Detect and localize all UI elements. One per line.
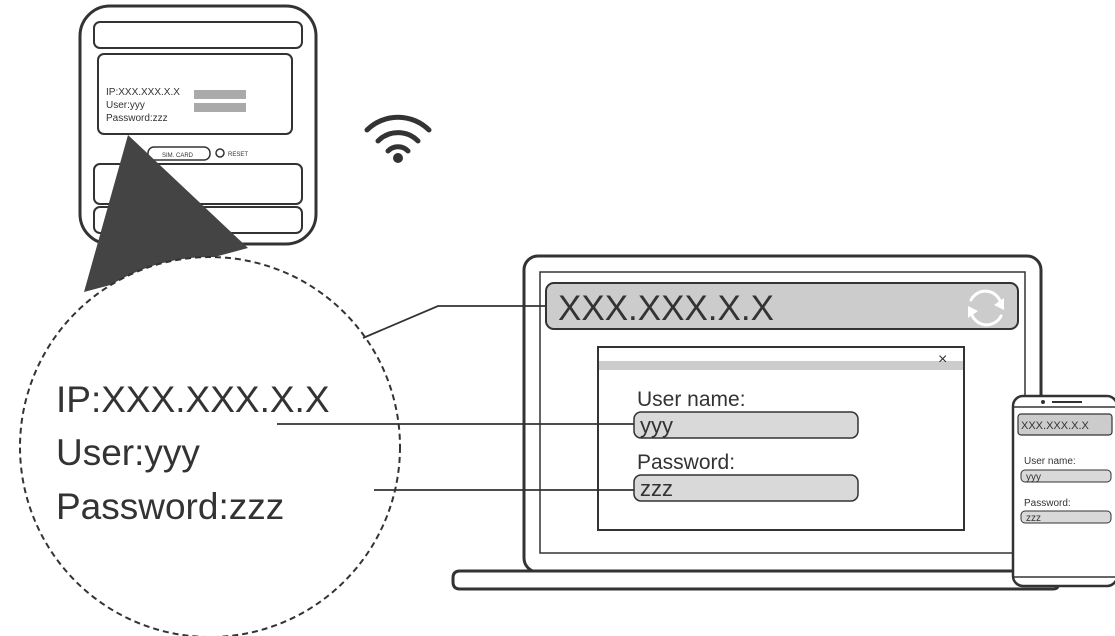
magnifier: IP:XXX.XXX.X.X User:yyy Password:zzz: [19, 135, 401, 636]
phone-camera: [1041, 400, 1045, 404]
magnified-password: Password:zzz: [56, 486, 284, 527]
router-label-user: User:yyy: [106, 100, 145, 111]
laptop: XXX.XXX.X.X × User name: yyy Password: z…: [451, 254, 1060, 591]
sim-card-label: SIM. CARD: [162, 153, 194, 159]
refresh-icon[interactable]: [968, 289, 1004, 327]
phone-password-label: Password:: [1024, 498, 1071, 509]
wifi-icon: [364, 114, 432, 163]
magnified-user: User:yyy: [56, 432, 200, 473]
phone-password-value: zzz: [1026, 513, 1041, 524]
phone-address-text: XXX.XXX.X.X: [1021, 420, 1090, 432]
phone-password-field[interactable]: [1020, 510, 1112, 524]
barcode-block: [194, 90, 246, 99]
password-field[interactable]: [633, 474, 859, 502]
magnifier-pointer: [84, 135, 248, 292]
reset-label: RESET: [228, 152, 248, 158]
phone-address-bar[interactable]: [1017, 413, 1113, 436]
username-field[interactable]: [633, 411, 859, 439]
magnified-ip: IP:XXX.XXX.X.X: [56, 379, 330, 420]
dialog-title-bar: [599, 361, 963, 370]
phone-username-value: yyy: [1026, 472, 1041, 483]
phone-username-label: User name:: [1024, 456, 1076, 467]
password-label: Password:: [637, 451, 735, 474]
phone-username-field[interactable]: [1020, 469, 1112, 483]
connector-lines: [277, 305, 634, 491]
router-label-password: Password:zzz: [106, 113, 168, 124]
laptop-address-text: XXX.XXX.X.X: [558, 289, 774, 328]
barcode-block: [194, 103, 246, 112]
close-icon[interactable]: ×: [938, 351, 947, 368]
connector-ip: [362, 305, 546, 339]
username-value: yyy: [640, 413, 673, 438]
password-value: zzz: [640, 476, 673, 501]
phone-body: [1011, 394, 1115, 588]
username-label: User name:: [637, 388, 746, 411]
router-label-ip: IP:XXX.XXX.X.X: [106, 87, 180, 98]
reset-button: [215, 148, 225, 158]
sim-card-slot: [147, 146, 211, 161]
magnifier-circle: [19, 256, 401, 636]
phone: XXX.XXX.X.X User name: yyy Password: zzz: [1011, 394, 1115, 588]
laptop-base: [451, 569, 1060, 591]
